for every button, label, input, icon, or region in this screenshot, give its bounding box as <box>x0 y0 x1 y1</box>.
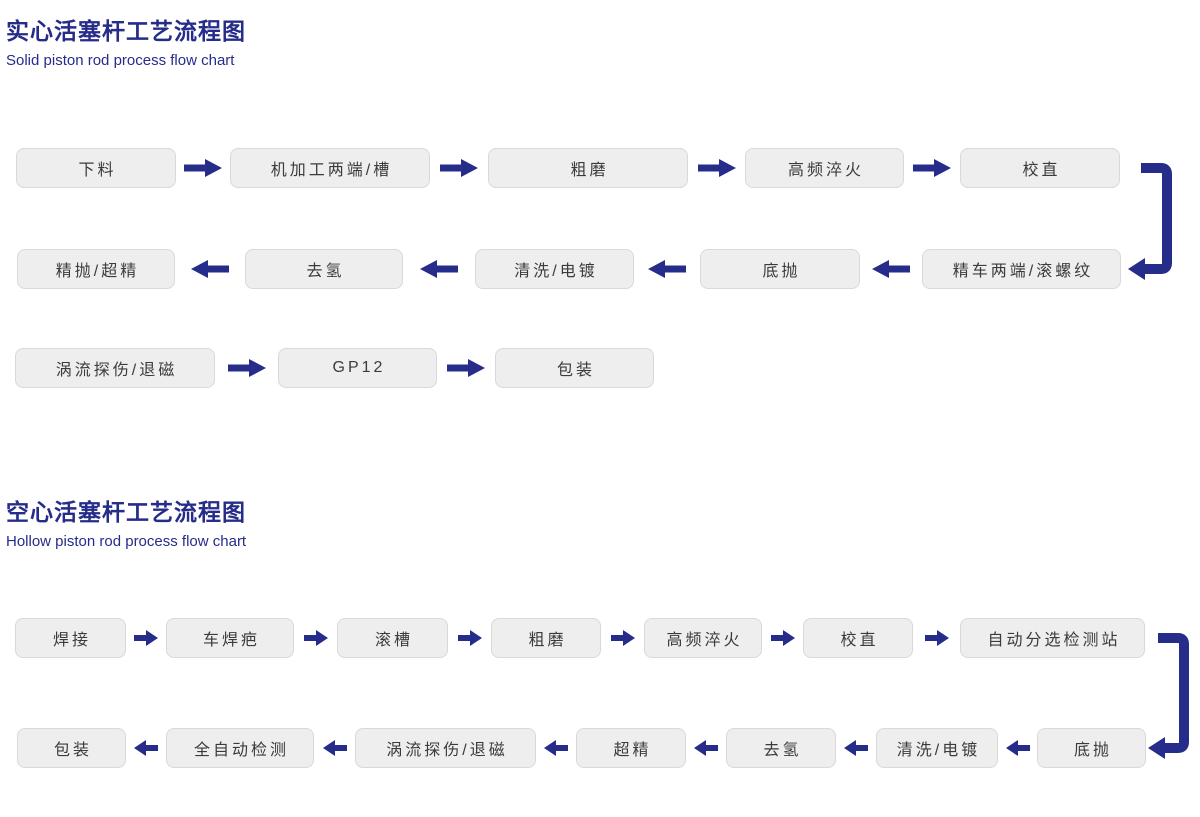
section-2-flow-row-2: 包装 全自动检测 涡流探伤/退磁 超精 去氢 清洗/电镀 底抛 <box>0 728 1200 768</box>
solid-rod-section-header: 实心活塞杆工艺流程图 Solid piston rod process flow… <box>6 17 246 70</box>
process-step-label: 精抛/超精 <box>55 263 140 280</box>
process-step-label: 机加工两端/槽 <box>270 162 393 179</box>
arrow-left-icon <box>191 260 229 278</box>
section-1-flow-row-1: 下料 机加工两端/槽 粗磨 高频淬火 校直 <box>0 148 1200 188</box>
process-step-label: 包装 <box>53 742 92 759</box>
arrow-right-icon <box>134 630 158 646</box>
process-step-box: 去氢 <box>245 249 403 289</box>
process-step-label: 去氢 <box>763 742 802 759</box>
process-step-label: GP12 <box>332 359 386 376</box>
hollow-rod-subtitle: Hollow piston rod process flow chart <box>6 533 247 550</box>
process-step-label: 校直 <box>840 632 879 649</box>
section-1-flow-row-3: 涡流探伤/退磁 GP12 包装 <box>0 348 1200 388</box>
process-step-box: 涡流探伤/退磁 <box>15 348 215 388</box>
process-step-box: 机加工两端/槽 <box>230 148 430 188</box>
arrow-left-icon <box>694 740 718 756</box>
process-step-box: 包装 <box>495 348 654 388</box>
hollow-rod-section-header: 空心活塞杆工艺流程图 Hollow piston rod process flo… <box>6 498 246 551</box>
process-step-label: 底抛 <box>1073 742 1112 759</box>
process-step-box: 车焊疤 <box>166 618 294 658</box>
process-step-box: 滚槽 <box>337 618 448 658</box>
process-step-label: 校直 <box>1022 162 1061 179</box>
process-step-label: 焊接 <box>52 632 91 649</box>
process-step-box: 底抛 <box>700 249 860 289</box>
process-step-box: 涡流探伤/退磁 <box>355 728 536 768</box>
process-step-box: 粗磨 <box>491 618 601 658</box>
arrow-right-icon <box>457 630 482 646</box>
arrow-right-icon <box>184 159 222 177</box>
arrow-right-icon <box>610 630 635 646</box>
process-step-label: 下料 <box>78 162 117 179</box>
process-step-box: 精抛/超精 <box>17 249 175 289</box>
section-2-flow-row-1: 焊接 车焊疤 滚槽 粗磨 高频淬火 校直 自动分选检测站 <box>0 618 1200 658</box>
process-step-box: 焊接 <box>15 618 126 658</box>
process-step-box: 全自动检测 <box>166 728 314 768</box>
process-step-label: 包装 <box>556 362 595 379</box>
process-step-box: GP12 <box>278 348 437 388</box>
process-step-label: 滚槽 <box>374 632 413 649</box>
arrow-left-icon <box>544 740 568 756</box>
arrow-right-icon <box>913 159 951 177</box>
hollow-rod-title: 空心活塞杆工艺流程图 <box>6 499 246 525</box>
process-step-label: 车焊疤 <box>202 632 260 649</box>
process-step-label: 粗磨 <box>570 162 609 179</box>
arrow-left-icon <box>420 260 458 278</box>
arrow-right-icon <box>440 159 478 177</box>
process-step-box: 下料 <box>16 148 176 188</box>
arrow-left-icon <box>322 740 347 756</box>
process-step-label: 涡流探伤/退磁 <box>386 742 508 759</box>
process-step-box: 清洗/电镀 <box>876 728 998 768</box>
process-step-label: 高频淬火 <box>666 632 743 649</box>
process-step-label: 清洗/电镀 <box>896 742 981 759</box>
solid-rod-title: 实心活塞杆工艺流程图 <box>6 18 246 44</box>
process-step-box: 高频淬火 <box>644 618 762 658</box>
process-step-label: 粗磨 <box>528 632 567 649</box>
process-step-label: 高频淬火 <box>787 162 864 179</box>
process-step-label: 涡流探伤/退磁 <box>55 362 178 379</box>
process-step-box: 去氢 <box>726 728 836 768</box>
process-step-box: 超精 <box>576 728 686 768</box>
solid-rod-subtitle: Solid piston rod process flow chart <box>6 52 235 69</box>
process-step-label: 精车两端/滚螺纹 <box>952 263 1094 280</box>
process-step-box: 底抛 <box>1037 728 1146 768</box>
arrow-left-icon <box>844 740 868 756</box>
arrow-left-icon <box>1005 740 1030 756</box>
process-step-label: 底抛 <box>762 263 801 280</box>
process-step-box: 包装 <box>17 728 126 768</box>
arrow-right-icon <box>697 159 736 177</box>
process-step-box: 精车两端/滚螺纹 <box>922 249 1121 289</box>
process-step-box: 粗磨 <box>488 148 688 188</box>
arrow-right-icon <box>924 630 949 646</box>
arrow-right-icon <box>770 630 795 646</box>
process-step-label: 自动分选检测站 <box>987 632 1121 649</box>
arrow-left-icon <box>648 260 686 278</box>
arrow-left-icon <box>872 260 910 278</box>
section-1-flow-row-2: 精抛/超精 去氢 清洗/电镀 底抛 精车两端/滚螺纹 <box>0 249 1200 289</box>
process-step-label: 超精 <box>613 742 652 759</box>
arrow-right-icon <box>447 359 485 377</box>
arrow-left-icon <box>134 740 158 756</box>
process-step-box: 校直 <box>960 148 1120 188</box>
process-step-label: 全自动检测 <box>193 742 289 759</box>
process-step-label: 去氢 <box>306 263 345 280</box>
process-step-box: 自动分选检测站 <box>960 618 1145 658</box>
process-step-box: 高频淬火 <box>745 148 904 188</box>
process-step-label: 清洗/电镀 <box>514 263 598 280</box>
arrow-right-icon <box>227 359 266 377</box>
process-step-box: 清洗/电镀 <box>475 249 634 289</box>
arrow-right-icon <box>303 630 328 646</box>
process-step-box: 校直 <box>803 618 913 658</box>
